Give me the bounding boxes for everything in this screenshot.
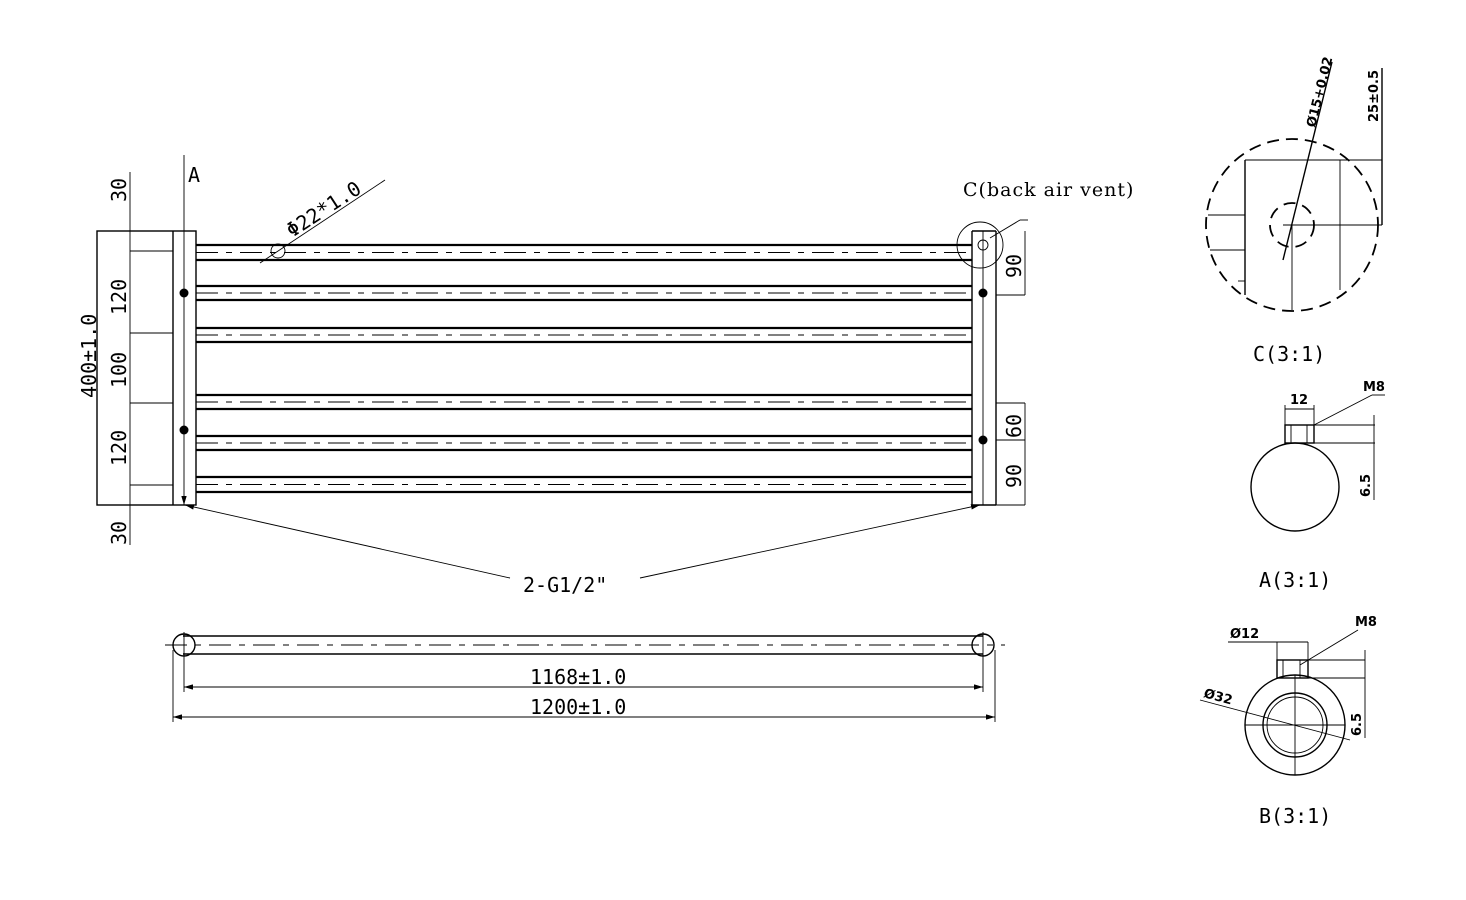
tube-bar bbox=[196, 393, 972, 411]
dim-right-90-bottom: 90 bbox=[1002, 464, 1026, 488]
detail-c-diameter: Ø15+0.02 bbox=[1304, 55, 1336, 129]
tube-bar bbox=[196, 243, 972, 262]
detail-c-height: 25±0.5 bbox=[1367, 70, 1382, 122]
detail-b-diameter-large: Ø32 bbox=[1202, 686, 1234, 708]
detail-c: Ø15+0.02 25±0.5 C(3:1) bbox=[1205, 55, 1383, 366]
dim-right-90-top: 90 bbox=[1002, 254, 1026, 278]
detail-c-title: C(3:1) bbox=[1253, 342, 1325, 366]
tube-bar bbox=[196, 326, 972, 344]
dim-120-top: 120 bbox=[107, 279, 131, 315]
tube-bar bbox=[196, 434, 972, 452]
dim-100: 100 bbox=[107, 352, 131, 388]
detail-b-diameter-small: Ø12 bbox=[1230, 627, 1259, 642]
dim-top-30: 30 bbox=[107, 178, 131, 202]
dim-bottom-30: 30 bbox=[107, 521, 131, 545]
detail-b-thread: M8 bbox=[1355, 615, 1377, 630]
right-stile bbox=[971, 230, 997, 506]
detail-c-marker bbox=[956, 221, 1004, 269]
detail-b: Ø12 Ø32 M8 6.5 B(3:1) bbox=[1199, 615, 1377, 828]
detail-a-depth: 6.5 bbox=[1359, 474, 1374, 497]
dim-1168: 1168±1.0 bbox=[530, 665, 626, 689]
detail-a-title: A(3:1) bbox=[1259, 568, 1331, 592]
tube-bar bbox=[196, 284, 972, 302]
front-view: A 30 120 100 120 30 400±1.0 bbox=[77, 155, 1134, 597]
section-marker-a: A bbox=[188, 163, 200, 187]
outline-left bbox=[96, 230, 197, 506]
dim-120-bottom: 120 bbox=[107, 430, 131, 466]
dim-overall-height: 400±1.0 bbox=[77, 314, 101, 398]
bar-connection-dots bbox=[179, 288, 988, 445]
detail-a-width: 12 bbox=[1290, 393, 1308, 408]
dim-1200: 1200±1.0 bbox=[530, 695, 626, 719]
dim-right-60: 60 bbox=[1002, 414, 1026, 438]
tube-diameter-label: Φ22*1.0 bbox=[282, 176, 366, 242]
detail-b-title: B(3:1) bbox=[1259, 804, 1331, 828]
top-view: 1168±1.0 1200±1.0 bbox=[165, 632, 1005, 722]
tube-bar bbox=[196, 475, 972, 494]
horizontal-bars bbox=[196, 243, 972, 494]
air-vent-label: C(back air vent) bbox=[963, 179, 1134, 201]
detail-a-thread: M8 bbox=[1363, 380, 1385, 395]
detail-b-depth: 6.5 bbox=[1350, 713, 1365, 736]
connection-label: 2-G1/2" bbox=[523, 573, 607, 597]
detail-a: 12 M8 6.5 A(3:1) bbox=[1250, 380, 1385, 592]
